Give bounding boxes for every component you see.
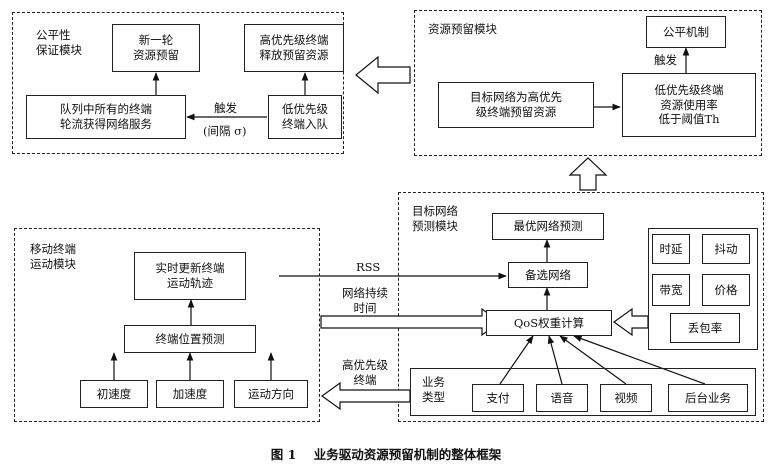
metrics-group	[648, 228, 758, 350]
network-duration-label: 网络持续 时间	[342, 286, 388, 315]
arrow-pay-to-qos	[499, 335, 534, 385]
figure-caption: 图 1 业务驱动资源预留机制的整体框架	[270, 447, 502, 462]
new-round-reservation-box: 新一轮 资源预留	[112, 24, 200, 72]
target-network-module	[398, 192, 764, 422]
hollow-arrow-metrics-to-qos	[612, 307, 649, 337]
mobile-module-title: 移动终端 运动模块	[30, 242, 76, 271]
mobile-terminal-module	[14, 228, 320, 422]
fairness-module	[12, 12, 344, 154]
target-module-title: 目标网络 预测模块	[412, 204, 458, 233]
service-video: 视频	[600, 384, 652, 412]
reservation-module	[414, 10, 762, 156]
service-type-group	[410, 368, 756, 416]
fairness-mechanism-box: 公平机制	[646, 16, 726, 48]
position-prediction-box: 终端位置预测	[124, 325, 256, 353]
hollow-arrow-high-terminal	[320, 381, 411, 411]
arrow-video-to-qos	[559, 335, 627, 385]
qos-weight-box: QoS权重计算	[486, 310, 612, 336]
high-priority-terminal-label: 高优先级 终端	[342, 358, 388, 387]
jitter-metric: 抖动	[702, 234, 750, 264]
low-priority-usage-box: 低优先级终端 资源使用率 低于阈值Th	[622, 73, 756, 137]
direction-box: 运动方向	[234, 380, 308, 408]
service-type-label: 业务 类型	[422, 375, 445, 404]
packet-loss-metric: 丢包率	[670, 313, 740, 343]
hollow-arrow-target-to-reservation	[568, 157, 608, 191]
arrow-voice-to-qos	[547, 335, 563, 385]
latency-metric: 时延	[652, 234, 690, 264]
optimal-network-box: 最优网络预测	[492, 213, 604, 240]
reservation-module-title: 资源预留模块	[428, 22, 497, 36]
arrow-background-to-qos	[573, 335, 706, 385]
realtime-track-box: 实时更新终端 运动轨迹	[134, 252, 246, 300]
hollow-arrow-reservation-to-fairness	[355, 55, 411, 95]
fairness-module-title: 公平性 保证模块	[36, 28, 82, 57]
bandwidth-metric: 带宽	[652, 274, 690, 306]
candidate-network-box: 备选网络	[508, 262, 588, 288]
fairness-interval-label: (间隔 σ)	[203, 124, 247, 138]
low-priority-queue-box: 低优先级 终端入队	[268, 95, 342, 139]
high-priority-release-box: 高优先级终端 释放预留资源	[244, 24, 344, 72]
price-metric: 价格	[702, 274, 750, 306]
reservation-trigger-label: 触发	[654, 53, 677, 67]
rss-label: RSS	[356, 260, 381, 274]
acceleration-box: 加速度	[156, 380, 224, 408]
fairness-trigger-label: 触发	[214, 101, 237, 115]
round-robin-service-box: 队列中所有的终端 轮流获得网络服务	[26, 95, 186, 139]
reserve-for-high-priority-box: 目标网络为高优先 级终端预留资源	[438, 82, 594, 128]
initial-velocity-box: 初速度	[80, 380, 148, 408]
service-voice: 语音	[536, 384, 588, 412]
service-background: 后台业务	[668, 384, 748, 412]
service-payment: 支付	[472, 384, 524, 412]
